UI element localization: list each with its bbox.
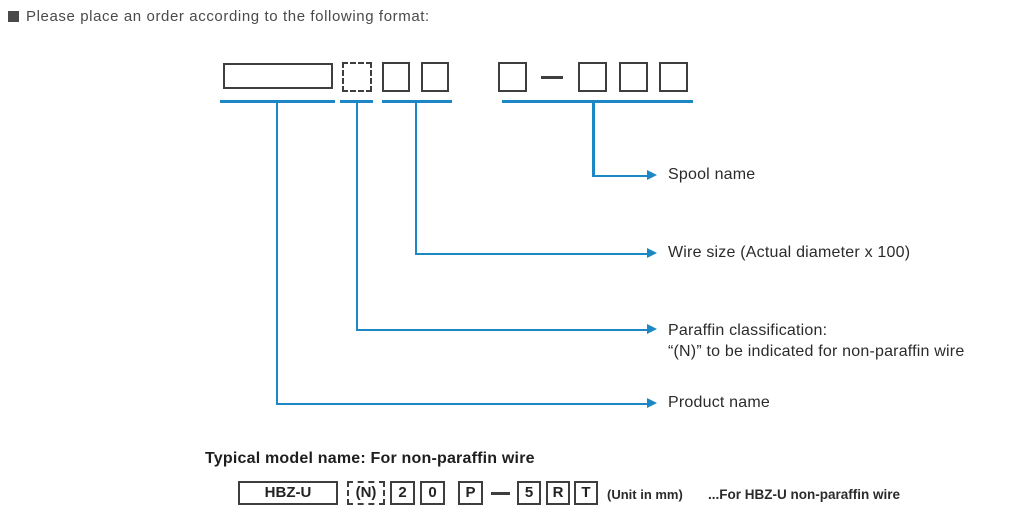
wire-arrow-right-icon <box>647 248 657 259</box>
square-bullet-icon <box>8 11 19 22</box>
paraffin-classification-label: Paraffin classification: “(N)” to be ind… <box>668 320 964 362</box>
product-arrow-right-icon <box>647 398 657 409</box>
wire-size-label: Wire size (Actual diameter x 100) <box>668 244 911 261</box>
spool-box-3 <box>619 62 648 92</box>
section-header: Please place an order according to the f… <box>8 8 430 25</box>
wire-leader-hline <box>414 252 648 255</box>
example-wire-box-2: 0 <box>420 481 445 505</box>
paraffin-label-line1: Paraffin classification: <box>668 322 828 339</box>
paraffin-arrow-right-icon <box>647 324 657 335</box>
spool-box-2 <box>578 62 607 92</box>
example-title: Typical model name: For non-paraffin wir… <box>205 450 535 467</box>
wire-size-box-1 <box>382 62 410 92</box>
product-name-label: Product name <box>668 394 771 411</box>
wire-size-box-2 <box>421 62 449 92</box>
wire-size-underline <box>382 100 452 103</box>
example-spool-box-4: T <box>574 481 598 505</box>
spool-name-label: Spool name <box>668 166 756 183</box>
example-spool-box-2: 5 <box>517 481 541 505</box>
paraffin-classification-box <box>342 62 372 92</box>
example-product-box: HBZ-U <box>238 481 338 505</box>
header-text: Please place an order according to the f… <box>26 8 430 25</box>
spool-underline <box>502 100 693 103</box>
spool-leader-hline <box>592 174 648 177</box>
spool-box-1 <box>498 62 527 92</box>
product-name-box <box>223 63 333 89</box>
spool-arrow-right-icon <box>647 170 657 181</box>
unit-note: (Unit in mm) <box>607 487 683 502</box>
paraffin-label-line2: “(N)” to be indicated for non-paraffin w… <box>668 343 965 360</box>
example-spool-box-1: P <box>458 481 483 505</box>
spool-leader-vline <box>592 100 595 177</box>
spool-box-4 <box>659 62 688 92</box>
example-wire-box-1: 2 <box>390 481 415 505</box>
paraffin-leader-vline <box>355 100 358 331</box>
product-leader-vline <box>275 100 278 405</box>
example-paraffin-box: (N) <box>347 481 385 505</box>
wire-leader-vline <box>414 100 417 255</box>
product-leader-hline <box>275 402 648 405</box>
paraffin-leader-hline <box>355 328 648 331</box>
suffix-note: ...For HBZ-U non-paraffin wire <box>708 487 900 502</box>
example-hyphen-separator <box>491 492 510 495</box>
example-spool-box-3: R <box>546 481 570 505</box>
hyphen-separator <box>541 76 563 79</box>
